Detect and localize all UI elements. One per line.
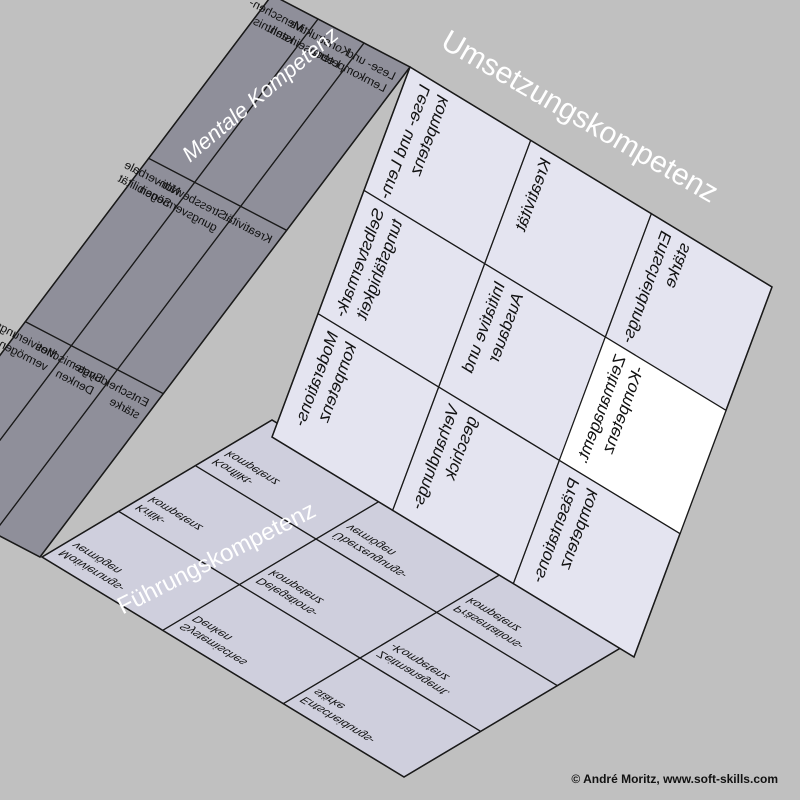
copyright-credit: © André Moritz, www.soft-skills.com [571, 772, 778, 786]
left-face-cell [0, 368, 165, 558]
left-face-cell [0, 344, 119, 527]
right-face-cell [512, 459, 681, 658]
left-face-cell [0, 320, 73, 442]
